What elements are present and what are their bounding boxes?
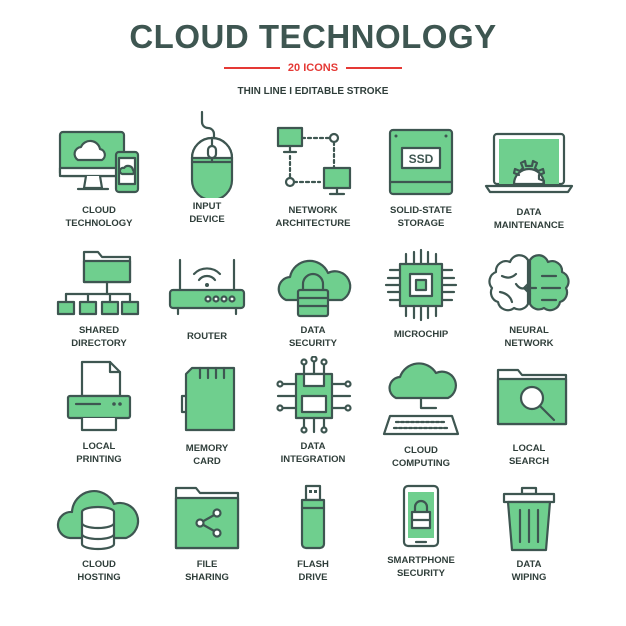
icon-label-line1: ROUTER <box>186 331 228 342</box>
icon-label-line2: HOSTING <box>77 572 121 583</box>
shared-directory-tile: SHARED DIRECTORY <box>44 248 154 350</box>
microchip-icon <box>384 248 458 322</box>
icon-label-line2: DEVICE <box>189 214 225 225</box>
icon-label-line1: DATA <box>300 441 326 452</box>
solid-state-storage-tile: SSD SOLID-STATE STORAGE <box>366 126 476 230</box>
smartphone-security-icon <box>402 484 440 548</box>
icon-label-line2: SECURITY <box>288 338 338 349</box>
memory-card-icon <box>180 366 236 432</box>
local-search-tile: LOCAL SEARCH <box>474 364 584 468</box>
data-security-icon <box>277 259 352 318</box>
icon-label-line1: SOLID-STATE <box>390 205 452 216</box>
input-device-icon <box>190 110 234 198</box>
icon-label-line1: CLOUD <box>82 559 116 570</box>
router-tile: ROUTER <box>152 252 262 343</box>
icon-label-line2: NETWORK <box>504 338 554 349</box>
data-wiping-icon <box>502 486 556 552</box>
icon-label-line1: MICROCHIP <box>393 329 449 340</box>
data-wiping-tile: DATA WIPING <box>474 484 584 584</box>
icon-label-line2: DIRECTORY <box>71 338 127 349</box>
icon-label-line1: MEMORY <box>185 443 229 454</box>
cloud-technology-tile: CLOUD TECHNOLOGY <box>44 128 154 230</box>
icon-label-line1: LOCAL <box>512 443 546 454</box>
icon-label-line1: FLASH <box>297 559 329 570</box>
icon-label-line1: INPUT <box>192 201 222 212</box>
icon-label-line2: SECURITY <box>396 568 446 579</box>
icon-label-line2: ARCHITECTURE <box>275 218 351 229</box>
icon-label-line2: INTEGRATION <box>280 454 346 465</box>
local-search-icon <box>496 368 568 426</box>
icon-label-line2: DRIVE <box>298 572 328 583</box>
subtitle-row: 20 ICONS <box>0 62 626 74</box>
data-integration-icon <box>276 356 352 434</box>
icon-label-line2: CARD <box>193 456 221 467</box>
cloud-computing-icon <box>382 362 460 436</box>
data-integration-tile: DATA INTEGRATION <box>258 356 368 466</box>
ssd-badge: SSD <box>409 152 434 166</box>
input-device-tile: INPUT DEVICE <box>152 110 262 226</box>
icon-label-line2: MAINTENANCE <box>493 220 565 231</box>
icon-label-line2: WIPING <box>511 572 547 583</box>
icon-label-line2: TECHNOLOGY <box>65 218 133 229</box>
icon-label-line1: SMARTPHONE <box>387 555 455 566</box>
neural-network-tile: NEURAL NETWORK <box>474 254 584 350</box>
icon-label-line1: DATA <box>516 207 542 218</box>
icon-label-line1: SHARED <box>78 325 120 336</box>
network-architecture-tile: NETWORK ARCHITECTURE <box>258 124 368 230</box>
file-sharing-tile: FILE SHARING <box>152 484 262 584</box>
cloud-computing-tile: CLOUD COMPUTING <box>366 358 476 470</box>
left-divider <box>223 67 280 69</box>
network-architecture-icon <box>276 126 352 196</box>
flash-drive-icon <box>300 484 326 550</box>
cloud-technology-icon <box>58 130 140 194</box>
data-maintenance-tile: DATA MAINTENANCE <box>474 130 584 232</box>
router-icon <box>168 258 246 316</box>
icon-label-line2: PRINTING <box>76 454 122 465</box>
local-printing-icon <box>66 360 132 432</box>
icon-label-line2: STORAGE <box>397 218 445 229</box>
icon-count: 20 ICONS <box>287 62 339 74</box>
microchip-tile: MICROCHIP <box>366 248 476 341</box>
file-sharing-icon <box>174 486 240 550</box>
icon-label-line1: LOCAL <box>82 441 116 452</box>
shared-directory-icon <box>56 250 140 316</box>
caption: THIN LINE I EDITABLE STROKE <box>237 86 389 97</box>
smartphone-security-tile: SMARTPHONE SECURITY <box>366 482 476 580</box>
icon-label-line1: DATA <box>300 325 326 336</box>
icon-label-line1: NETWORK <box>288 205 338 216</box>
data-security-tile: DATA SECURITY <box>258 250 368 350</box>
solid-state-storage-icon: SSD <box>388 128 454 196</box>
cloud-hosting-icon <box>56 490 140 551</box>
icon-label-line1: NEURAL <box>509 325 549 336</box>
icon-label-line1: CLOUD <box>404 445 438 456</box>
icon-label-line1: FILE <box>196 559 218 570</box>
data-maintenance-icon <box>484 132 574 194</box>
icon-label-line1: CLOUD <box>82 205 116 216</box>
icon-label-line2: COMPUTING <box>391 458 451 469</box>
right-divider <box>346 67 403 69</box>
icon-label-line1: DATA <box>516 559 542 570</box>
icon-label-line2: SHARING <box>185 572 229 583</box>
memory-card-tile: MEMORY CARD <box>152 362 262 468</box>
page-title: CLOUD TECHNOLOGY <box>129 18 497 55</box>
flash-drive-tile: FLASH DRIVE <box>258 482 368 584</box>
cloud-hosting-tile: CLOUD HOSTING <box>44 482 154 584</box>
local-printing-tile: LOCAL PRINTING <box>44 358 154 466</box>
icon-label-line2: SEARCH <box>508 456 550 467</box>
neural-network-icon <box>488 254 570 312</box>
